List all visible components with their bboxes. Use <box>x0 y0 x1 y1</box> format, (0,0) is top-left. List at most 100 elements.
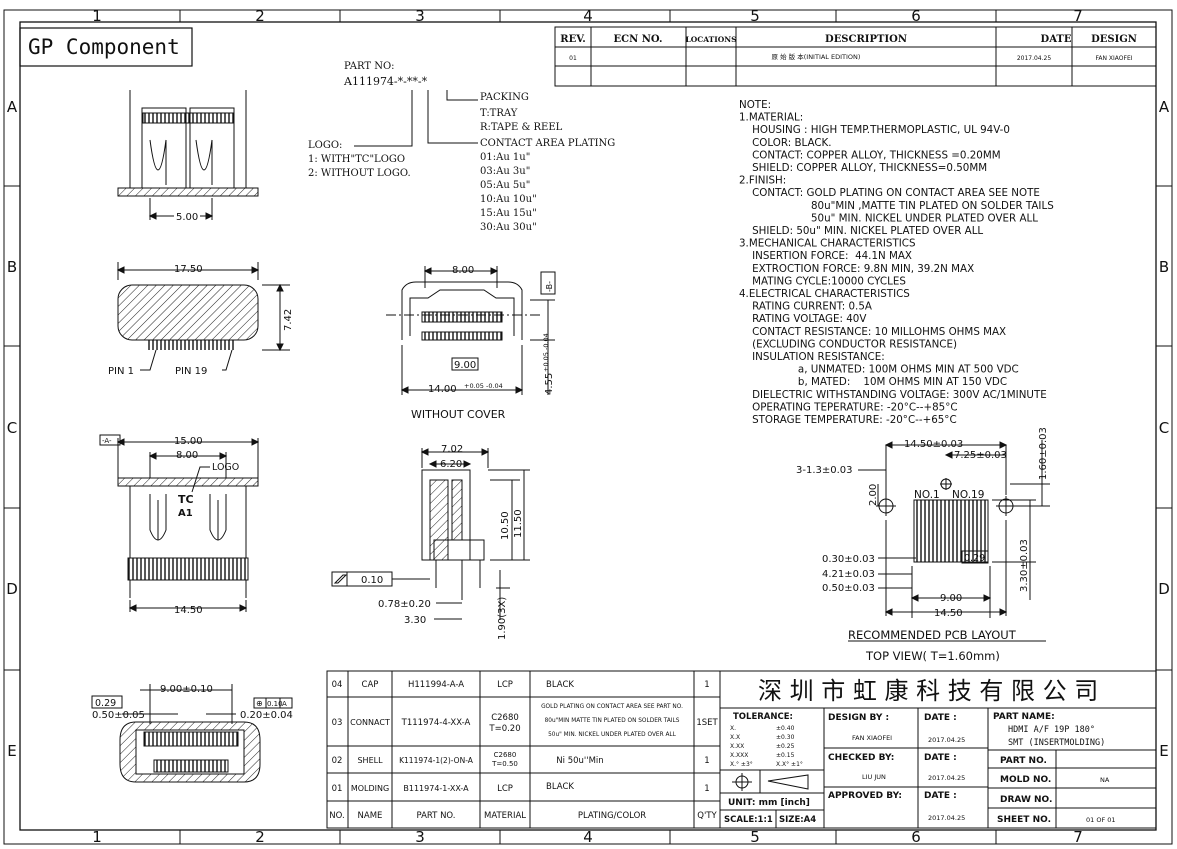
checked-by-value: LIU JUN <box>862 773 886 781</box>
row-label-right: B <box>1159 258 1169 276</box>
front-logo-view <box>99 434 260 612</box>
plating-option: 03:Au 3u" <box>480 166 530 177</box>
logo-mark-tc: TC <box>178 493 194 506</box>
bom-qty: 1 <box>704 784 709 794</box>
bom-part: B111974-1-XX-A <box>403 784 469 793</box>
row-label-left: E <box>7 742 16 760</box>
approved-by-label: APPROVED BY: <box>828 791 902 801</box>
design-by-value: FAN XIAOFEI <box>852 734 892 742</box>
col-label-bottom: 7 <box>1073 828 1083 846</box>
part-name-line1: HDMI A/F 19P 180° <box>1008 725 1095 735</box>
note-line: (EXCLUDING CONDUCTOR RESISTANCE) <box>739 338 957 350</box>
ecn-header: ECN NO. <box>614 34 663 45</box>
checked-by-label: CHECKED BY: <box>828 753 894 763</box>
bom-header-plating: PLATING/COLOR <box>578 811 646 821</box>
without-cover-label: WITHOUT COVER <box>411 408 506 421</box>
rev-header: REV. <box>560 34 585 45</box>
note-line: 1.MATERIAL: <box>739 112 803 124</box>
dim-5-00: 5.00 <box>176 212 198 223</box>
locations-header: LOCATIONS <box>685 35 736 44</box>
col-label-bottom: 5 <box>750 828 760 846</box>
bom-part: H111994-A-A <box>408 680 464 690</box>
bom-qty: 1 <box>704 680 709 690</box>
col-label-top: 3 <box>415 7 425 25</box>
packing-reel: R:TAPE & REEL <box>480 122 563 133</box>
part-name-line2: SMT (INSERTMOLDING) <box>1008 738 1105 748</box>
dim-8-00-logo: 8.00 <box>176 450 198 461</box>
dim-0-29-box: 0.29 <box>95 698 116 709</box>
position-tol-symbol: ⊕ <box>256 699 263 708</box>
part-number-legend: PART NO: A111974-*-**-* PACKING T:TRAY R… <box>308 61 615 233</box>
note-line: SHIELD: 50u" MIN. NICKEL PLATED OVER ALL <box>739 225 983 237</box>
bom-header-part: PART NO. <box>417 811 456 821</box>
design-value: FAN XIAOFEI <box>1095 55 1132 62</box>
bom-header-name: NAME <box>358 811 383 821</box>
date-label: DATE : <box>924 791 957 801</box>
pcb-dim-4-21: 4.21±0.03 <box>822 569 875 580</box>
note-line: CONTACT: GOLD PLATING ON CONTACT AREA SE… <box>739 187 1040 199</box>
bom-material: LCP <box>497 784 513 794</box>
note-line: RATING VOLTAGE: 40V <box>739 313 866 325</box>
draw-no-label: DRAW NO. <box>1000 795 1052 805</box>
sheet-no-label: SHEET NO. <box>997 815 1051 825</box>
design-by-label: DESIGN BY : <box>828 713 889 723</box>
note-line: MATING CYCLE:10000 CYCLES <box>739 275 906 287</box>
plating-title: CONTACT AREA PLATING <box>480 138 615 149</box>
date-value: 2017.04.25 <box>928 736 965 744</box>
position-tol-ref: A <box>282 700 287 708</box>
tol-key: X.° ±3° <box>730 761 753 768</box>
bom-header-qty: Q'TY <box>697 811 717 821</box>
packing-tray: T:TRAY <box>480 108 518 119</box>
note-line: HOUSING : HIGH TEMP.THERMOPLASTIC, UL 94… <box>739 124 1010 136</box>
note-line: DIELECTRIC WITHSTANDING VOLTAGE: 300V AC… <box>739 389 1047 401</box>
pin1-label: PIN 1 <box>108 366 134 377</box>
bom-no: 03 <box>332 718 343 728</box>
note-line: 2.FINISH: <box>739 175 786 187</box>
note-line: a, UNMATED: 100M OHMS MIN AT 500 VDC <box>739 364 1019 376</box>
tol-val: X.X° ±1° <box>776 761 803 768</box>
pcb-layout-subtitle: TOP VIEW( T=1.60mm) <box>865 649 1000 663</box>
note-line: CONTACT RESISTANCE: 10 MILLOHMS OHMS MAX <box>739 326 1006 338</box>
note-line: STORAGE TEMPERATURE: -20°C--+65°C <box>739 414 957 426</box>
bom-table-text: 04 CAP H111994-A-A LCP BLACK 1 03 CONNAC… <box>329 680 718 821</box>
logo-option: 1: WITH"TC"LOGO <box>308 154 405 165</box>
pcb-no19-label: NO.19 <box>952 489 984 501</box>
bom-name: MOLDING <box>351 784 389 793</box>
design-header: DESIGN <box>1091 34 1137 45</box>
notes-block: NOTE:1.MATERIAL: HOUSING : HIGH TEMP.THE… <box>739 99 1054 426</box>
row-label-left: C <box>7 419 17 437</box>
description-value: 原 始 版 本(INITIAL EDITION) <box>772 52 861 61</box>
bom-name: CONNACT <box>350 718 390 727</box>
logo-option: 2: WITHOUT LOGO. <box>308 168 411 179</box>
row-label-right: C <box>1159 419 1169 437</box>
tol-val: ±0.30 <box>776 734 795 741</box>
sheet-no-value: 01 OF 01 <box>1086 816 1116 824</box>
pcb-dim-2-00: 2.00 <box>868 484 879 506</box>
mold-no-value: NA <box>1100 776 1110 784</box>
row-label-right: A <box>1159 98 1170 116</box>
dim-8-00: 8.00 <box>452 265 474 276</box>
sheet-frame <box>3 9 1173 845</box>
part-no-label: PART NO: <box>344 61 395 72</box>
note-line: INSERTION FORCE: 44.1N MAX <box>739 250 912 262</box>
zone-ticks <box>4 10 1172 844</box>
col-label-bottom: 1 <box>92 828 102 846</box>
dim-4-55-tol: +0.05 -0.04 <box>542 333 550 372</box>
bom-plating: Ni 50u''Min <box>556 756 603 766</box>
title-block-text: 深 圳 市 虹 康 科 技 有 限 公 司 TOLERANCE: X. ±0.4… <box>724 677 1116 825</box>
dim-15-00: 15.00 <box>174 436 203 447</box>
bom-name: SHELL <box>357 756 383 765</box>
note-line: CONTACT: COPPER ALLOY, THICKNESS =0.20MM <box>739 149 1001 161</box>
front-without-cover-view <box>386 266 556 395</box>
note-line: INSULATION RESISTANCE: <box>739 351 885 363</box>
dim-7-42: 7.42 <box>283 309 294 331</box>
bom-material: LCP <box>497 680 513 690</box>
pcb-dim-3-30: 3.30±0.03 <box>1019 539 1030 592</box>
part-name-label: PART NAME: <box>993 712 1055 722</box>
tolerance-label: TOLERANCE: <box>733 712 793 722</box>
bom-header-no: NO. <box>329 811 344 821</box>
flatness-value: 0.10 <box>361 575 383 586</box>
date-header: DATE <box>1041 34 1072 45</box>
packing-title: PACKING <box>480 92 529 103</box>
